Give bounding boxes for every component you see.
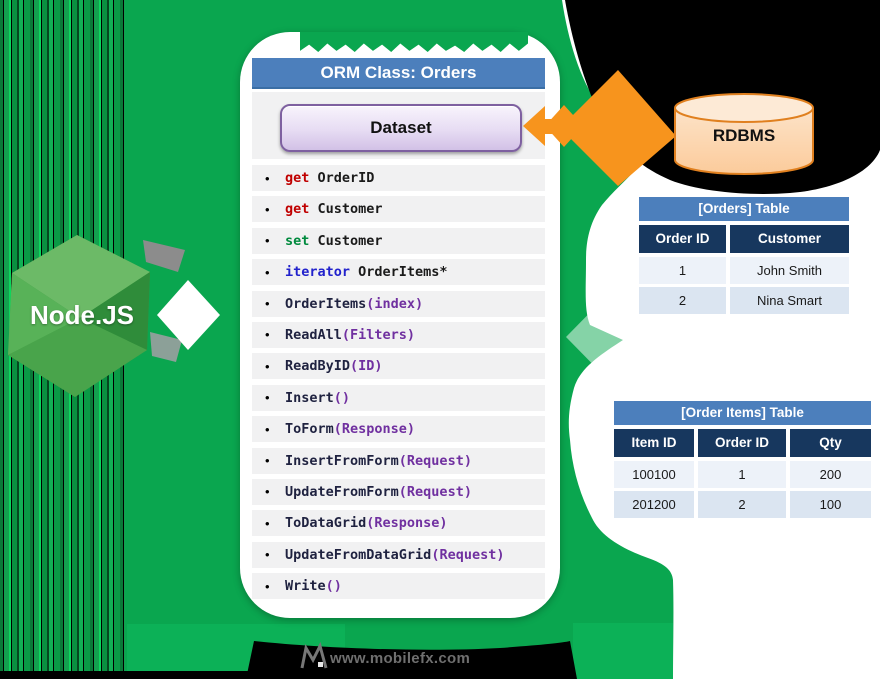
bullet-icon: •	[265, 453, 270, 469]
method-row: • UpdateFromForm(Request)	[252, 478, 545, 505]
method-signature: ToForm(Response)	[285, 421, 416, 438]
bullet-icon: •	[265, 233, 270, 249]
method-row: • get Customer	[252, 196, 545, 223]
bullet-icon: •	[265, 421, 270, 437]
nodejs-label: Node.JS	[29, 300, 135, 330]
white-diamond-connector	[157, 280, 220, 350]
method-signature: ReadByID(ID)	[285, 358, 383, 375]
method-row: • Insert()	[252, 384, 545, 411]
black-band-bottom	[246, 641, 577, 679]
bullet-icon: •	[265, 515, 270, 531]
rdbms-label: RDBMS	[712, 126, 776, 145]
table-cell: 200	[790, 461, 871, 488]
watermark-text: www.mobilefx.com	[330, 650, 471, 667]
method-signature: ReadAll(Filters)	[285, 326, 416, 343]
table-cell: Nina Smart	[730, 287, 849, 314]
column-header: Item ID	[614, 429, 694, 457]
method-row: • UpdateFromDataGrid(Request)	[252, 541, 545, 568]
black-strip-bottom	[0, 671, 248, 679]
mobilefx-logo-icon	[300, 641, 328, 669]
table-cell: 201200	[614, 491, 694, 518]
method-signature: UpdateFromDataGrid(Request)	[285, 546, 505, 563]
bullet-icon: •	[265, 578, 270, 594]
method-row: • ReadAll(Filters)	[252, 321, 545, 348]
method-signature: iterator OrderItems*	[285, 264, 448, 281]
bullet-icon: •	[265, 390, 270, 406]
column-header: Order ID	[698, 429, 786, 457]
bullet-icon: •	[265, 264, 270, 280]
bullet-icon: •	[265, 327, 270, 343]
method-row: • iterator OrderItems*	[252, 259, 545, 286]
method-signature: ToDataGrid(Response)	[285, 515, 448, 532]
table-title: [Order Items] Table	[614, 401, 871, 425]
light-green-patch	[573, 623, 673, 679]
method-row: • OrderItems(index)	[252, 290, 545, 317]
dataset-button: Dataset	[280, 104, 522, 152]
table-cell: 2	[639, 287, 726, 314]
bullet-icon: •	[265, 358, 270, 374]
table-cell: 100100	[614, 461, 694, 488]
method-row: • ReadByID(ID)	[252, 353, 545, 380]
bullet-icon: •	[265, 170, 270, 186]
method-signature: UpdateFromForm(Request)	[285, 483, 472, 500]
table-cell: John Smith	[730, 257, 849, 284]
method-signature: Write()	[285, 578, 342, 595]
bullet-icon: •	[265, 296, 270, 312]
method-signature: InsertFromForm(Request)	[285, 452, 472, 469]
method-signature: get Customer	[285, 201, 383, 218]
table-cell: 100	[790, 491, 871, 518]
orm-panel-header: ORM Class: Orders	[252, 58, 545, 89]
method-row: • ToForm(Response)	[252, 416, 545, 443]
method-row: • InsertFromForm(Request)	[252, 447, 545, 474]
method-row: • get OrderID	[252, 165, 545, 191]
column-header: Qty	[790, 429, 871, 457]
bullet-icon: •	[265, 547, 270, 563]
gray-artifact	[150, 332, 182, 362]
table-cell: 1	[698, 461, 786, 488]
column-header: Customer	[730, 225, 849, 253]
method-signature: get OrderID	[285, 170, 375, 186]
method-list: • get OrderID • get Customer • set Customer • i…	[252, 165, 545, 600]
column-header: Order ID	[639, 225, 726, 253]
method-signature: OrderItems(index)	[285, 295, 424, 312]
method-row: • Write()	[252, 573, 545, 600]
method-row: • set Customer	[252, 227, 545, 254]
nodejs-hexagon	[8, 235, 150, 397]
method-signature: set Customer	[285, 232, 383, 249]
gray-artifact	[143, 240, 185, 272]
table-cell: 1	[639, 257, 726, 284]
bullet-icon: •	[265, 201, 270, 217]
method-row: • ToDataGrid(Response)	[252, 510, 545, 537]
table-title: [Orders] Table	[639, 197, 849, 221]
bullet-icon: •	[265, 484, 270, 500]
table-cell: 2	[698, 491, 786, 518]
method-signature: Insert()	[285, 389, 351, 406]
